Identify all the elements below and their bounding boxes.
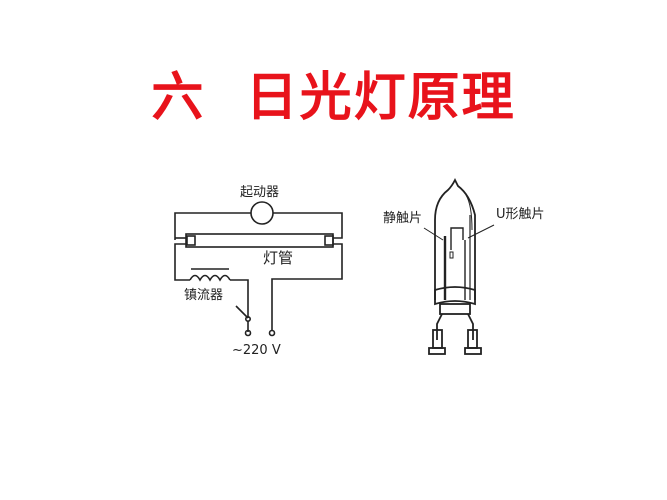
u-contact-label: U形触片 <box>496 207 545 222</box>
starter-bulb-drawing <box>423 177 495 355</box>
supply-voltage-label: ~220 V <box>232 343 281 358</box>
slide-title: 六 日光灯原理 <box>151 68 516 128</box>
tube-symbol <box>185 233 334 248</box>
starter-label: 起动器 <box>240 185 279 200</box>
starter-symbol <box>250 201 274 225</box>
fluorescent-circuit <box>174 201 343 337</box>
ballast-coil <box>189 274 231 282</box>
tube-label: 灯管 <box>263 249 293 267</box>
static-contact-label: 静触片 <box>383 211 422 226</box>
ballast-label: 镇流器 <box>184 288 223 303</box>
